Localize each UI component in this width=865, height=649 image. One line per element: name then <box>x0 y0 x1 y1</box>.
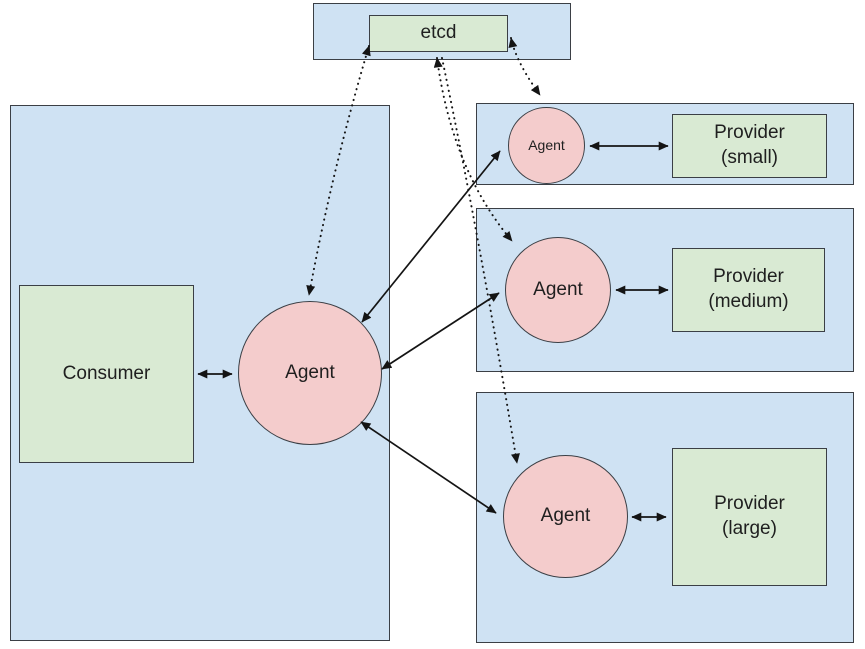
medium-provider-label-line1: Provider <box>713 266 784 288</box>
main-agent-node: Agent <box>238 301 382 445</box>
consumer-label: Consumer <box>62 362 151 384</box>
large-agent-node: Agent <box>503 455 628 578</box>
large-provider-node: Provider (large) <box>672 448 827 586</box>
small-provider-label-line1: Provider <box>714 122 785 144</box>
large-provider-label-line2: (large) <box>722 518 777 539</box>
consumer-node: Consumer <box>19 285 194 463</box>
small-agent-node: Agent <box>508 107 585 184</box>
etcd-label: etcd <box>420 22 457 44</box>
medium-provider-label-line2: (medium) <box>708 291 789 312</box>
medium-agent-node: Agent <box>505 237 611 343</box>
small-provider-node: Provider (small) <box>672 114 827 178</box>
main-agent-label: Agent <box>285 361 335 383</box>
large-agent-label: Agent <box>540 505 591 527</box>
medium-agent-label: Agent <box>533 278 583 300</box>
small-agent-label: Agent <box>528 137 565 154</box>
small-provider-label-line2: (small) <box>721 147 778 168</box>
large-provider-label-line1: Provider <box>714 493 785 515</box>
medium-provider-node: Provider (medium) <box>672 248 825 332</box>
etcd-node: etcd <box>369 15 508 52</box>
